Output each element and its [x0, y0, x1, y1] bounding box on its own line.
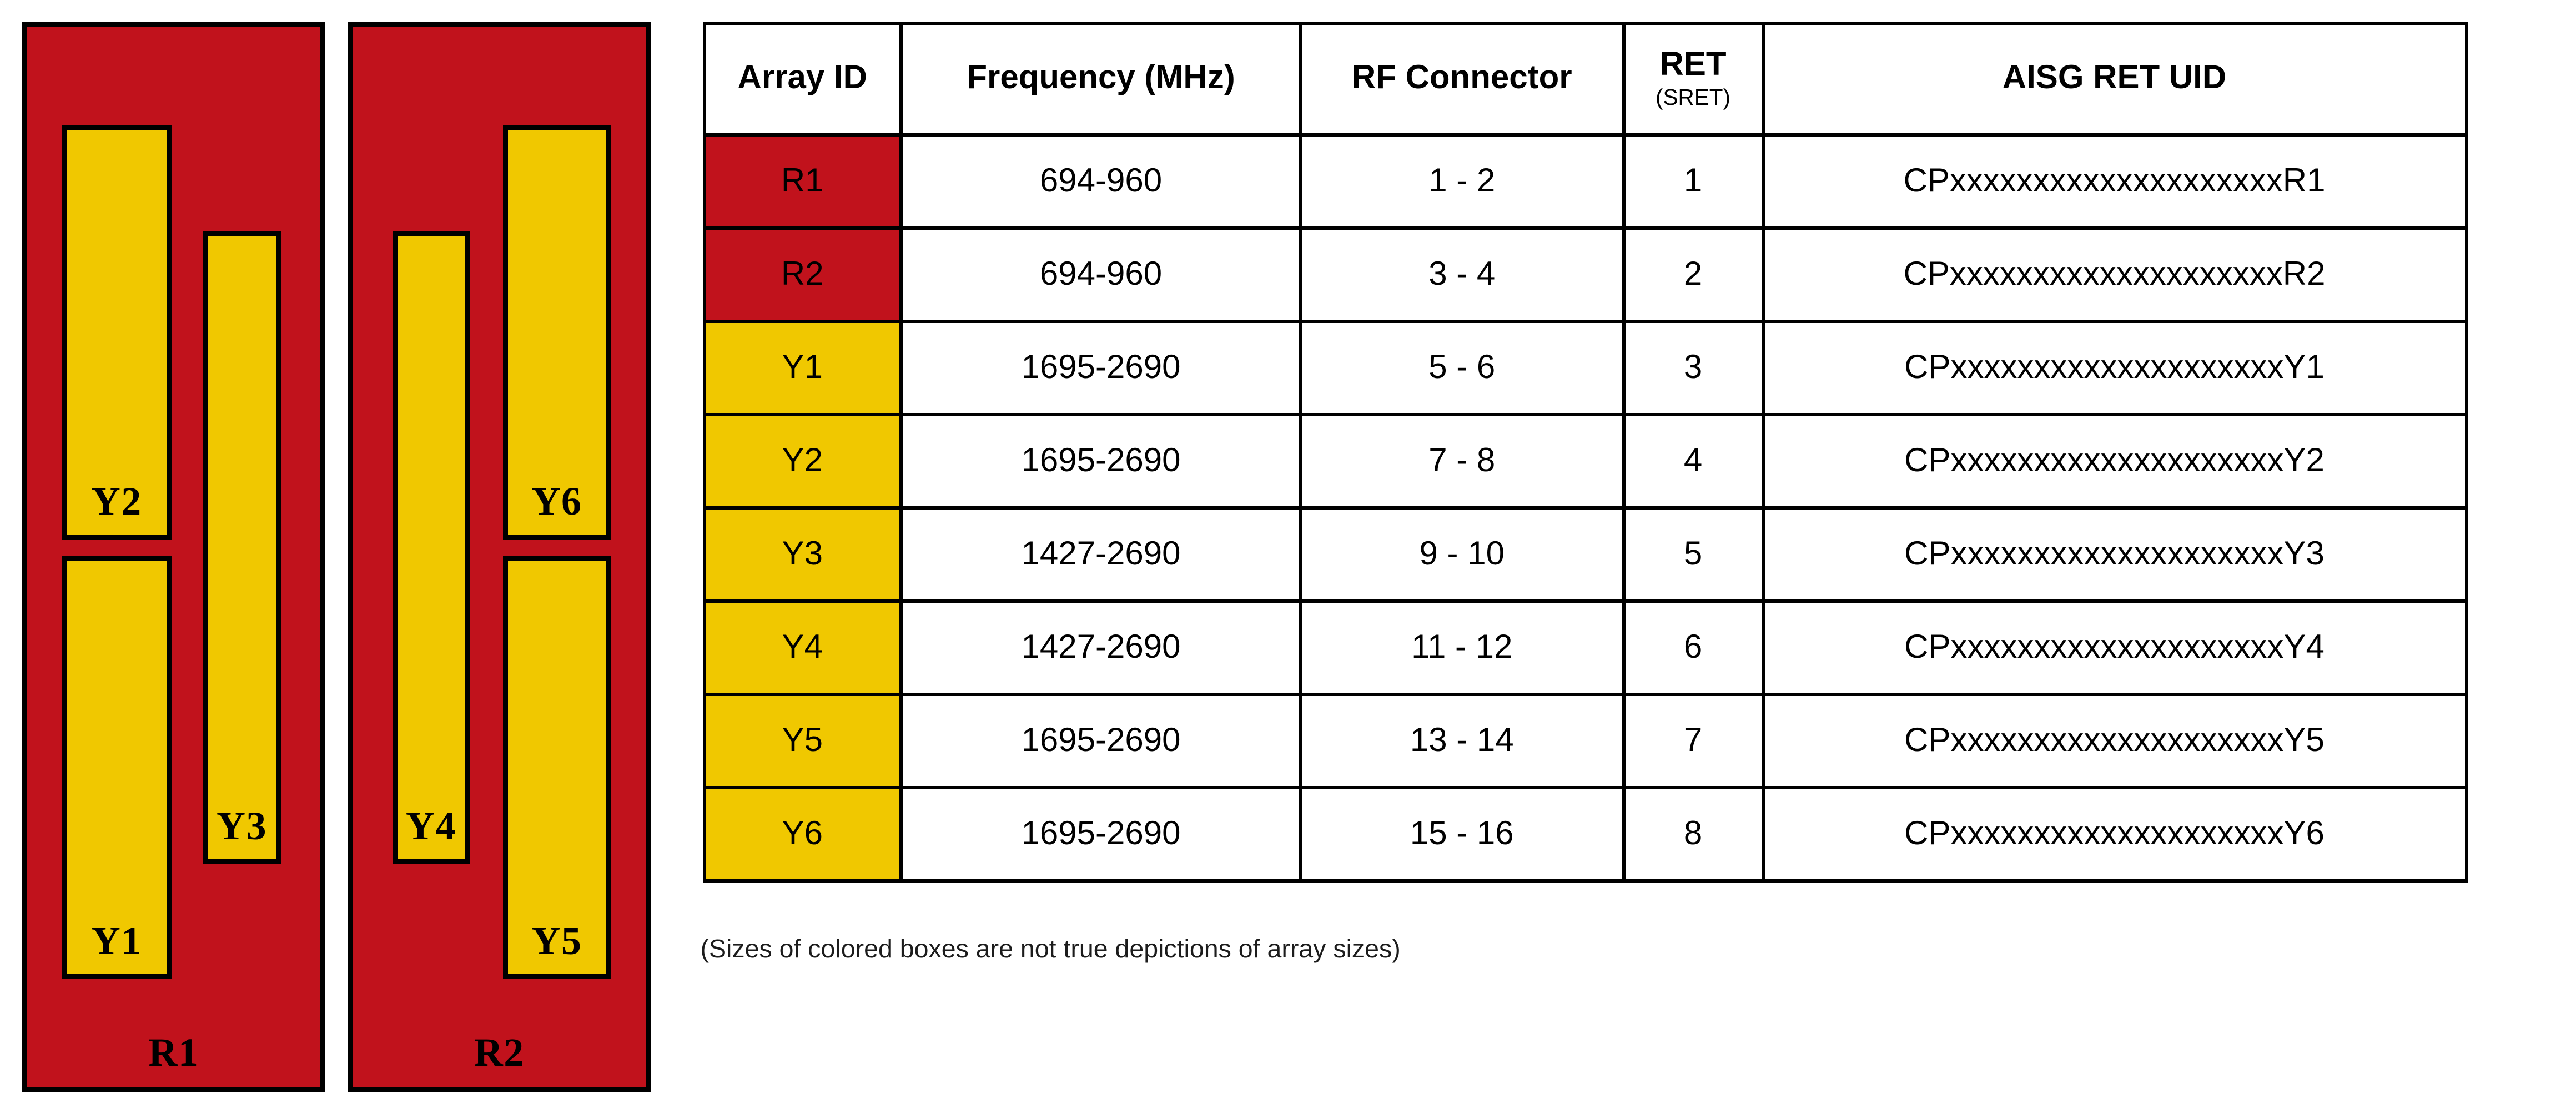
cell-aisg-ret-uid: CPxxxxxxxxxxxxxxxxxxxxY1 [1761, 320, 2468, 416]
cell-frequency: 694-960 [899, 226, 1302, 323]
table-row: Y1 1695-2690 5 - 6 3 CPxxxxxxxxxxxxxxxxx… [702, 320, 2468, 416]
cell-ret: 2 [1621, 226, 1765, 323]
rf-connector-header-label: RF Connector [1351, 60, 1572, 97]
array-label-y2: Y2 [91, 481, 142, 525]
cell-array-id: R2 [702, 226, 903, 323]
cell-aisg-ret-uid: CPxxxxxxxxxxxxxxxxxxxxY3 [1761, 506, 2468, 603]
cell-aisg-ret-uid: CPxxxxxxxxxxxxxxxxxxxxR2 [1761, 226, 2468, 323]
cell-rf-connector: 9 - 10 [1299, 506, 1625, 603]
cell-ret: 3 [1621, 320, 1765, 416]
cell-rf-connector: 5 - 6 [1299, 320, 1625, 416]
array-box-y1: Y1 [62, 557, 172, 979]
cell-array-id: Y5 [702, 693, 903, 789]
cell-frequency: 1695-2690 [899, 693, 1302, 789]
antenna-panel-r1: Y2 Y1 Y3 R1 [22, 21, 325, 1092]
cell-rf-connector: 1 - 2 [1299, 133, 1625, 230]
cell-frequency: 1427-2690 [899, 506, 1302, 603]
array-label-y3: Y3 [217, 805, 268, 849]
col-header-frequency: Frequency (MHz) [899, 22, 1302, 137]
size-disclaimer-note: (Sizes of colored boxes are not true dep… [700, 936, 1401, 964]
cell-rf-connector: 7 - 8 [1299, 413, 1625, 510]
array-box-y5: Y5 [502, 557, 611, 979]
ret-header-label: RET [1659, 47, 1727, 84]
cell-rf-connector: 11 - 12 [1299, 599, 1625, 696]
panel-label-r1: R1 [148, 1032, 199, 1076]
col-header-rf-connector: RF Connector [1299, 22, 1625, 137]
array-label-y4: Y4 [405, 805, 456, 849]
cell-ret: 1 [1621, 133, 1765, 230]
sret-header-label: (SRET) [1656, 85, 1730, 110]
cell-frequency: 1427-2690 [899, 599, 1302, 696]
array-label-y1: Y1 [91, 920, 142, 964]
cell-array-id: Y1 [702, 320, 903, 416]
array-spec-table: Array ID Frequency (MHz) RF Connector RE… [702, 22, 2468, 883]
cell-ret: 4 [1621, 413, 1765, 510]
cell-frequency: 1695-2690 [899, 786, 1302, 883]
col-header-ret: RET (SRET) [1621, 22, 1765, 137]
cell-array-id: Y3 [702, 506, 903, 603]
cell-rf-connector: 13 - 14 [1299, 693, 1625, 789]
table-row: Y3 1427-2690 9 - 10 5 CPxxxxxxxxxxxxxxxx… [702, 506, 2468, 603]
antenna-panel-r2: Y4 Y6 Y5 R2 [348, 21, 651, 1092]
cell-aisg-ret-uid: CPxxxxxxxxxxxxxxxxxxxxY4 [1761, 599, 2468, 696]
array-box-y6: Y6 [502, 125, 611, 540]
array-box-y4: Y4 [392, 231, 470, 864]
cell-ret: 5 [1621, 506, 1765, 603]
cell-frequency: 1695-2690 [899, 320, 1302, 416]
cell-aisg-ret-uid: CPxxxxxxxxxxxxxxxxxxxxR1 [1761, 133, 2468, 230]
cell-array-id: Y4 [702, 599, 903, 696]
cell-ret: 7 [1621, 693, 1765, 789]
cell-frequency: 694-960 [899, 133, 1302, 230]
panel-label-r2: R2 [474, 1032, 525, 1076]
cell-aisg-ret-uid: CPxxxxxxxxxxxxxxxxxxxxY2 [1761, 413, 2468, 510]
table-row: Y2 1695-2690 7 - 8 4 CPxxxxxxxxxxxxxxxxx… [702, 413, 2468, 510]
array-box-y2: Y2 [62, 125, 172, 540]
array-label-y6: Y6 [531, 481, 582, 525]
cell-rf-connector: 3 - 4 [1299, 226, 1625, 323]
table-row: R1 694-960 1 - 2 1 CPxxxxxxxxxxxxxxxxxxx… [702, 133, 2468, 230]
frequency-header-label: Frequency (MHz) [967, 60, 1235, 97]
col-header-array-id: Array ID [702, 22, 903, 137]
cell-ret: 8 [1621, 786, 1765, 883]
cell-array-id: Y6 [702, 786, 903, 883]
cell-aisg-ret-uid: CPxxxxxxxxxxxxxxxxxxxxY6 [1761, 786, 2468, 883]
cell-array-id: Y2 [702, 413, 903, 510]
cell-aisg-ret-uid: CPxxxxxxxxxxxxxxxxxxxxY5 [1761, 693, 2468, 789]
table-header-row: Array ID Frequency (MHz) RF Connector RE… [702, 22, 2468, 137]
table-row: Y6 1695-2690 15 - 16 8 CPxxxxxxxxxxxxxxx… [702, 786, 2468, 883]
array-box-y3: Y3 [202, 231, 281, 864]
cell-rf-connector: 15 - 16 [1299, 786, 1625, 883]
table-row: R2 694-960 3 - 4 2 CPxxxxxxxxxxxxxxxxxxx… [702, 226, 2468, 323]
cell-ret: 6 [1621, 599, 1765, 696]
table-row: Y4 1427-2690 11 - 12 6 CPxxxxxxxxxxxxxxx… [702, 599, 2468, 696]
cell-frequency: 1695-2690 [899, 413, 1302, 510]
table-row: Y5 1695-2690 13 - 14 7 CPxxxxxxxxxxxxxxx… [702, 693, 2468, 789]
col-header-aisg-ret-uid: AISG RET UID [1761, 22, 2468, 137]
array-id-header-label: Array ID [737, 60, 867, 97]
array-label-y5: Y5 [531, 920, 582, 964]
cell-array-id: R1 [702, 133, 903, 230]
aisg-header-label: AISG RET UID [2002, 60, 2227, 97]
